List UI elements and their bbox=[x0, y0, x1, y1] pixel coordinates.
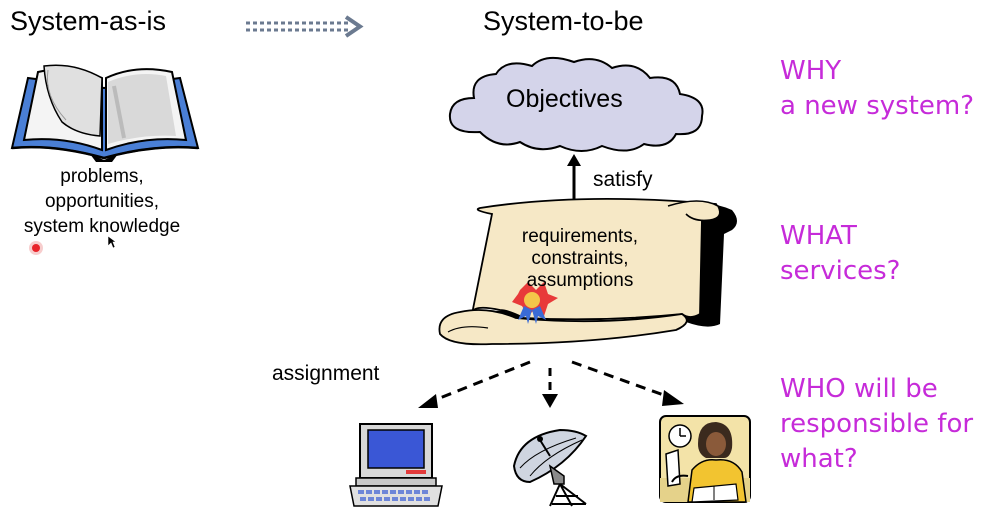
scroll-line: assumptions bbox=[526, 270, 634, 291]
question-who: WHO will be responsible for what? bbox=[780, 372, 973, 477]
mouse-cursor-icon bbox=[107, 235, 117, 249]
cloud-shape bbox=[448, 56, 704, 152]
person-icon bbox=[659, 415, 751, 503]
caption-line: problems, bbox=[60, 166, 144, 187]
question-line: services? bbox=[780, 256, 901, 286]
question-why: WHY a new system? bbox=[780, 54, 974, 124]
question-line: a new system? bbox=[780, 91, 974, 121]
book-caption: problems, opportunities, system knowledg… bbox=[0, 164, 204, 239]
cloud-label: Objectives bbox=[506, 85, 623, 113]
assignment-label: assignment bbox=[272, 362, 380, 385]
seal-icon bbox=[512, 282, 558, 324]
scroll-text: requirements, constraints, assumptions bbox=[496, 226, 664, 292]
caption-line: system knowledge bbox=[23, 216, 181, 237]
satellite-dish-icon bbox=[512, 428, 588, 507]
transition-arrow bbox=[246, 15, 364, 38]
system-to-be-title: System-to-be bbox=[483, 6, 644, 36]
system-as-is-title: System-as-is bbox=[10, 6, 167, 36]
question-line: WHAT bbox=[780, 221, 857, 251]
satisfy-label: satisfy bbox=[593, 168, 653, 191]
scroll-line: requirements, bbox=[521, 226, 639, 247]
computer-icon bbox=[349, 423, 443, 507]
question-what: WHAT services? bbox=[780, 219, 900, 289]
question-line: responsible for bbox=[780, 409, 974, 439]
caption-line: opportunities, bbox=[44, 191, 160, 212]
scroll-icon bbox=[438, 197, 737, 346]
assignment-arrows bbox=[418, 360, 684, 408]
laser-pointer-dot bbox=[29, 241, 43, 255]
question-line: WHY bbox=[780, 56, 842, 86]
scroll-line: constraints, bbox=[531, 248, 629, 269]
question-line: what? bbox=[780, 444, 858, 474]
question-line: WHO will be bbox=[780, 374, 938, 404]
book-icon bbox=[10, 64, 200, 162]
